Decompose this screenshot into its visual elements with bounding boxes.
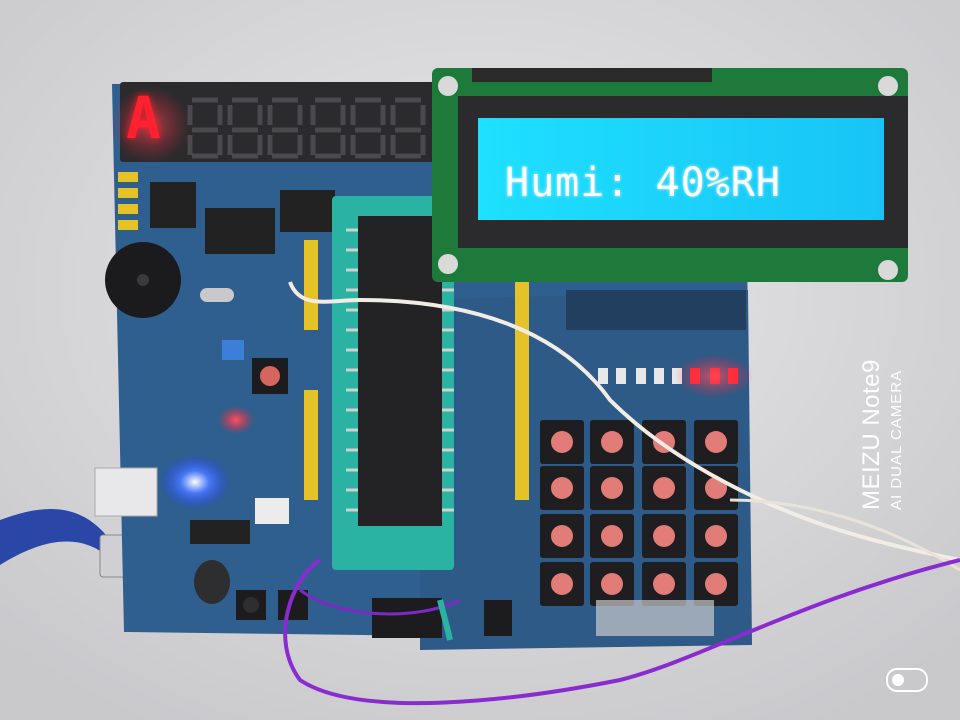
led-bar-area <box>566 290 746 330</box>
usb-ttl-chip <box>190 520 250 544</box>
red-led-glow <box>218 406 254 434</box>
stc-mcu <box>358 216 442 526</box>
capacitor <box>194 560 230 604</box>
watermark-subtitle: AI DUAL CAMERA <box>888 369 905 510</box>
teal-wire <box>437 599 453 641</box>
potentiometer <box>222 340 244 360</box>
ic-u14 <box>150 182 196 228</box>
silkscreen-plate <box>596 600 714 636</box>
camera-watermark: MEIZU Note9 AI DUAL CAMERA <box>858 270 918 510</box>
ic-u5 <box>280 190 335 232</box>
yellow-header-center <box>304 240 529 500</box>
female-header <box>372 598 442 638</box>
ic-u4 <box>205 208 275 254</box>
lcd-screen <box>478 118 884 220</box>
purple-wire <box>283 558 960 706</box>
lcd-display-text: Humi: 40%RH <box>505 160 781 206</box>
power-switch <box>94 467 158 517</box>
usb-cable <box>0 508 112 565</box>
lcd-pin-header <box>472 68 712 82</box>
ir-receiver <box>484 600 512 636</box>
pcb-lower-area <box>420 290 752 650</box>
keypad-matrix <box>540 420 738 606</box>
watermark-logo-icon <box>886 668 928 692</box>
white-wire-2 <box>729 498 960 572</box>
white-wire <box>288 281 960 562</box>
seven-seg-digits <box>187 97 426 159</box>
crystal <box>200 288 234 302</box>
watermark-brand: MEIZU Note9 <box>858 359 885 510</box>
yellow-header-left <box>118 172 138 230</box>
seven-seg-lit-digit: A <box>126 84 161 152</box>
blue-led-glow <box>159 454 231 510</box>
white-connector <box>255 498 289 524</box>
